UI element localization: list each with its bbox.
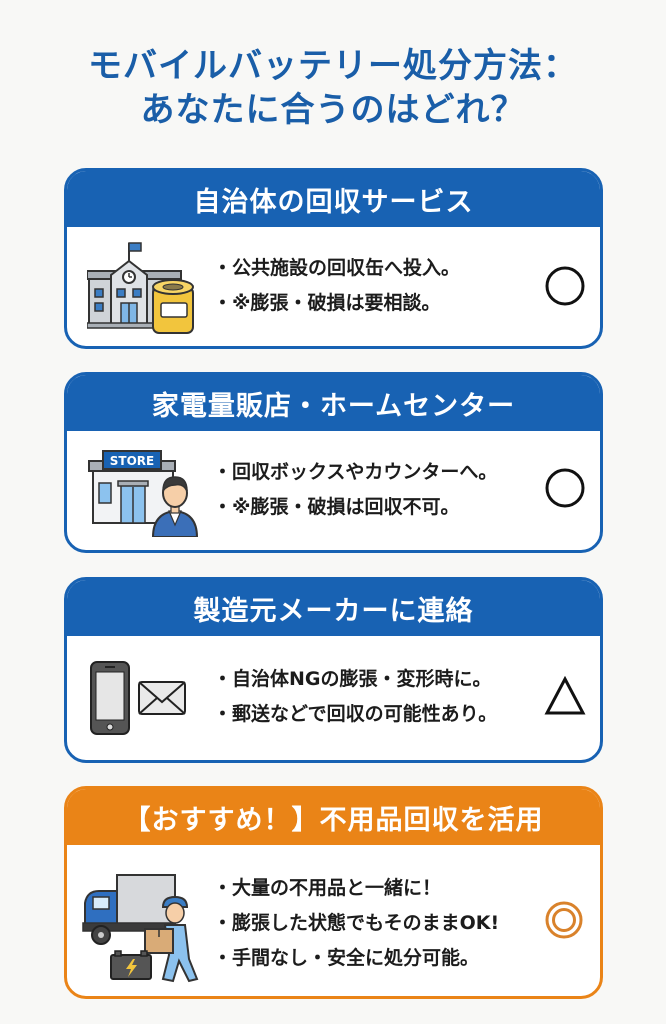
double-circle-mark-icon (544, 900, 584, 944)
card-header: 製造元メーカーに連絡 (67, 580, 600, 636)
card-header: 【おすすめ！】不用品回収を活用 (67, 789, 600, 845)
circle-mark-icon (544, 467, 586, 513)
truck-worker-battery-icon (81, 869, 203, 991)
card-junk-removal-recommended: 【おすすめ！】不用品回収を活用 ・大量の不用品と一緒に (64, 786, 603, 999)
bullet-item: ・※膨張・破損は要相談。 (213, 292, 441, 314)
bullet-item: ・大量の不用品と一緒に！ (213, 877, 442, 899)
bullet-item: ・膨張した状態でもそのままOK! (213, 912, 500, 934)
bullet-item: ・郵送などで回収の可能性あり。 (213, 703, 498, 725)
bullet-list: ・回収ボックスやカウンターへ。 ・※膨張・破損は回収不可。 (213, 455, 497, 525)
bullet-item: ・回収ボックスやカウンターへ。 (213, 461, 498, 483)
card-manufacturer-contact: 製造元メーカーに連絡 ・自治体NGの膨張・変形時に。 ・郵送などで回収の可能性あ… (64, 577, 603, 763)
phone-and-envelope-icon (87, 660, 199, 744)
store-with-clerk-icon: STORE (87, 447, 199, 541)
card-header: 家電量販店・ホームセンター (67, 375, 600, 431)
card-electronics-store: 家電量販店・ホームセンター STORE ・回収ボックスやカウンターへ。 ・※膨張 (64, 372, 603, 553)
triangle-mark-icon (544, 675, 586, 720)
bullet-item: ・手間なし・安全に処分可能。 (213, 947, 480, 969)
city-hall-with-collection-can-icon (86, 239, 199, 343)
card-header: 自治体の回収サービス (67, 171, 600, 227)
bullet-list: ・大量の不用品と一緒に！ ・膨張した状態でもそのままOK! ・手間なし・安全に処… (213, 871, 499, 976)
bullet-item: ・自治体NGの膨張・変形時に。 (213, 668, 492, 690)
bullet-list: ・自治体NGの膨張・変形時に。 ・郵送などで回収の可能性あり。 (213, 662, 497, 732)
card-municipal-collection: 自治体の回収サービス (64, 168, 603, 349)
title-line-1: モバイルバッテリー処分方法： (88, 46, 578, 86)
circle-mark-icon (544, 265, 586, 311)
store-sign: STORE (110, 454, 154, 468)
bullet-item: ・公共施設の回収缶へ投入。 (213, 257, 461, 279)
title-line-2: あなたに合うのはどれ？ (140, 90, 526, 130)
page-title: モバイルバッテリー処分方法： あなたに合うのはどれ？ (0, 44, 666, 132)
bullet-item: ・※膨張・破損は回収不可。 (213, 496, 460, 518)
bullet-list: ・公共施設の回収缶へ投入。 ・※膨張・破損は要相談。 (213, 251, 460, 321)
